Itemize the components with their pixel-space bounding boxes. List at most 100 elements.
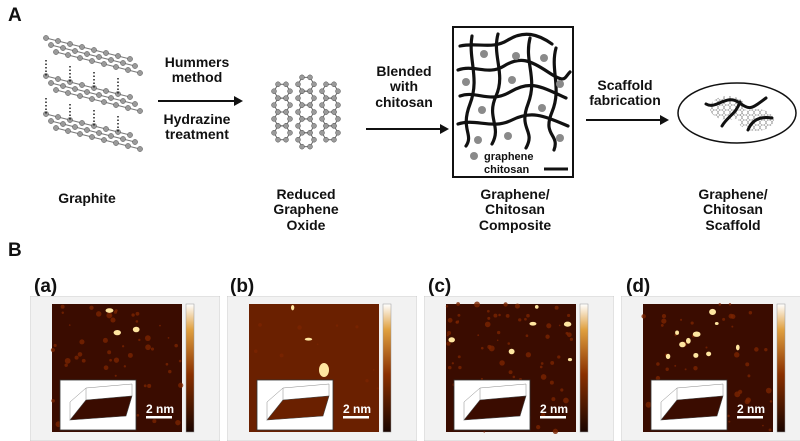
graphene-sheet-illustration [271,74,341,150]
graphene-atom [323,109,329,115]
afm-image-c: 2 nm [424,296,614,441]
graphene-atom [335,116,341,122]
afm-particle [567,358,573,362]
graphite-layers [43,35,143,152]
afm-particle [679,341,686,348]
afm-scalebar-label: 2 nm [343,402,371,416]
graphene-atom [307,143,313,150]
scaffold-diagram [677,82,797,144]
graphite-atom [96,54,102,60]
legend-graphene: graphene [484,151,534,163]
graphene-atom [331,136,337,143]
graphite-atom [103,50,109,56]
graphite-atom [89,58,95,64]
graphite-atom [60,45,66,51]
arrow3-label-above: Scaffold fabrication [589,77,661,109]
graphite-atom [108,57,114,63]
graphite-atom [120,60,126,66]
graphite-atom [55,114,61,120]
afm-letter-c: (c) [428,276,452,297]
legend-chitosan: chitosan [484,164,530,176]
graphene-atom [331,81,337,88]
graphite-atom [77,93,83,99]
graphene-atom [283,81,289,88]
afm-particle [706,351,712,357]
graphene-atom [311,136,317,143]
afm-particle [132,326,140,333]
graphite-atom [103,88,109,94]
graphite-atom [60,83,66,89]
graphene-atom [271,130,277,136]
graphene-dot [504,132,512,140]
panel-letter-a: A [8,5,22,26]
graphite-atom [67,117,73,123]
graphene-atom [323,136,329,143]
graphene-atom [287,116,293,122]
graphite-atom [77,131,83,137]
graphene-dot [512,52,520,60]
arrow3-line [586,119,660,121]
arrow2-line [366,128,440,130]
afm-image-b: 2 nm [227,296,417,441]
graphene-atom [311,81,317,88]
afm-particle [304,337,313,341]
graphite-atom [120,98,126,104]
graphite-atom [115,129,121,135]
afm-3d-inset [256,379,334,431]
graphene-atom [295,109,301,115]
graphite-atom [84,127,90,133]
panel-letter-b: B [8,240,22,261]
afm-colorbar [776,303,786,433]
graphene-dot [478,106,486,114]
afm-particle [448,337,455,343]
graphite-atom [120,136,126,142]
afm-particle [686,337,691,344]
chitosan-chain [458,32,554,48]
graphite-atom [79,44,85,50]
graphite-atom [101,61,107,67]
graphite-atom [113,64,119,70]
graphite-atom [132,101,138,107]
arrow1-label-above: Hummers method [164,54,230,86]
graphene-atom [335,88,341,94]
graphene-atom [299,102,305,108]
graphite-atom [96,92,102,98]
step-label-composite: Graphene/ Chitosan Composite [478,186,552,233]
graphite-atom [101,99,107,105]
afm-scalebar [540,416,566,419]
afm-scalebar-label: 2 nm [146,402,174,416]
graphene-atom [275,136,281,143]
afm-scalebar-label: 2 nm [540,402,568,416]
graphene-dot [556,134,564,142]
graphite-atom [55,38,61,44]
graphite-illustration [43,35,143,152]
afm-3d-inset [59,379,137,431]
graphene-atom [323,95,329,101]
afm-scalebar-label: 2 nm [737,402,765,416]
graphene-atom [311,95,317,101]
chitosan-chains [456,32,572,152]
graphene-atom [295,123,301,129]
chitosan-chain [523,36,534,150]
graphite-atom [132,139,138,145]
graphite-atom [60,121,66,127]
graphite-atom [72,48,78,54]
graphene-atom [271,102,277,108]
graphene-atom [299,74,305,81]
graphene-dot [462,78,470,86]
graphite-atom [65,90,71,96]
graphene-atom [307,130,313,136]
graphene-atom [287,102,293,108]
graphene-atom [331,95,337,101]
arrow1-head [234,96,243,106]
afm-particle [534,305,539,309]
scaffold-chain [746,116,774,132]
graphite-atom [65,128,71,134]
afm-colorbar [185,303,195,433]
graphite-atom [137,108,143,114]
graphite-atom [79,120,85,126]
graphite-atom [43,111,49,117]
graphite-atom [48,80,54,86]
graphene-atom [307,88,313,94]
